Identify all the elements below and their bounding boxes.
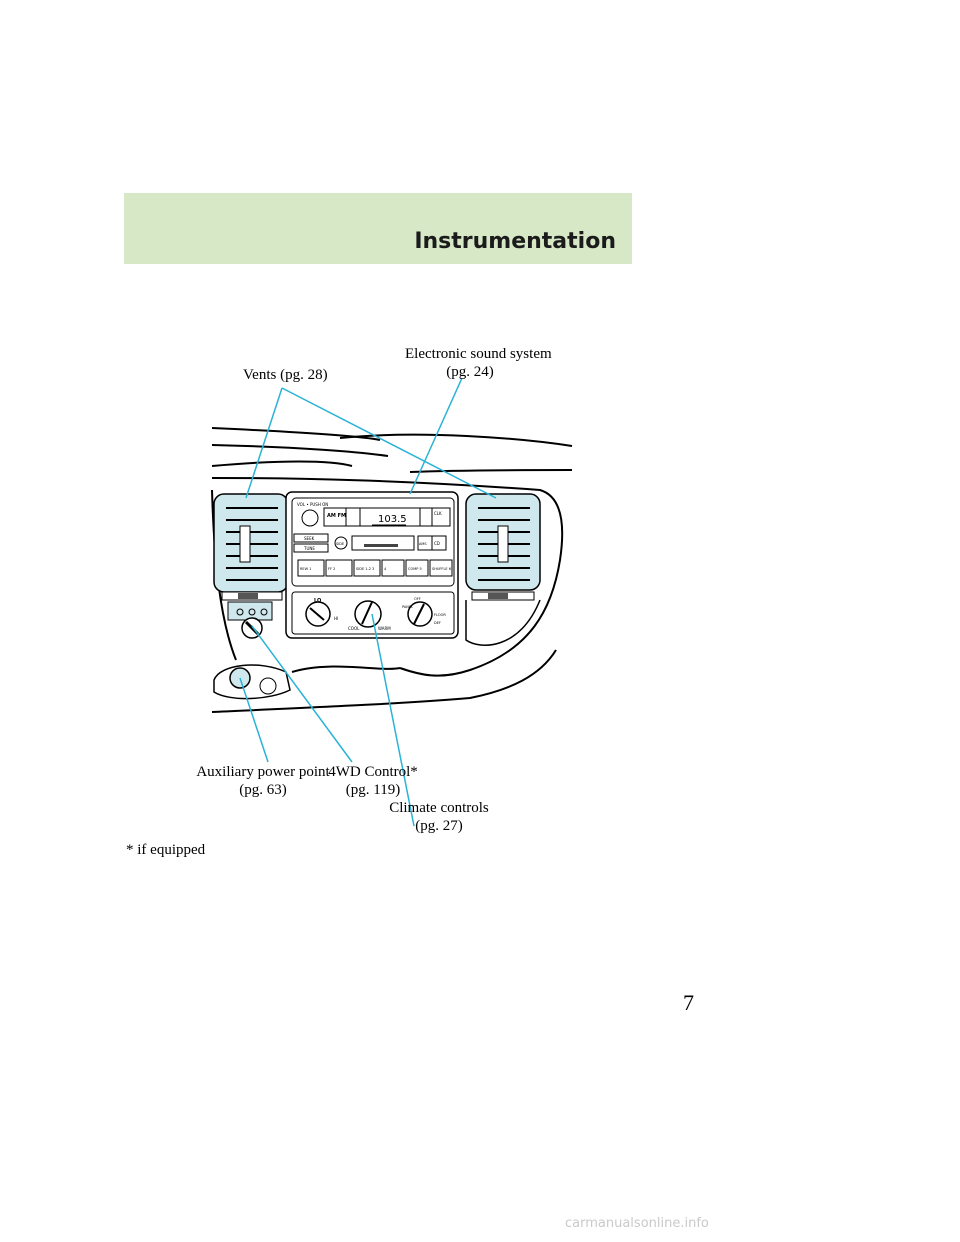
callout-sound-system-page: (pg. 24) xyxy=(405,363,535,381)
auxiliary-power-point xyxy=(214,665,290,699)
climate-fan-hi-label: HI xyxy=(334,616,338,621)
right-vent xyxy=(466,494,540,645)
callout-4wd: 4WD Control* (pg. 119) xyxy=(328,763,418,799)
callout-aux-power: Auxiliary power point (pg. 63) xyxy=(188,763,338,799)
radio-preset-label: SIDE 1-2 3 xyxy=(356,567,374,571)
callout-climate: Climate controls (pg. 27) xyxy=(384,799,494,835)
climate-control-panel: LO HI COOL WARM OFF PANEL FLOOR DEF xyxy=(292,592,454,634)
callout-climate-page: (pg. 27) xyxy=(384,817,494,835)
radio-ams-label: AMS xyxy=(419,542,427,546)
radio-preset-label: SHUFFLE 6 xyxy=(432,567,451,571)
watermark[interactable]: carmanualsonline.info xyxy=(565,1216,709,1231)
radio-seek-label: SEEK xyxy=(304,536,315,541)
radio-tune-label: TUNE xyxy=(303,546,315,551)
radio-clock-label: CLK xyxy=(434,511,442,516)
climate-panel-label: PANEL xyxy=(402,605,413,609)
climate-cool-label: COOL xyxy=(348,626,360,631)
callout-sound-system-title: Electronic sound system xyxy=(405,345,535,363)
radio-display-frequency: 103.5 xyxy=(378,514,407,525)
radio-preset-label: REW 1 xyxy=(300,567,311,571)
callout-4wd-page: (pg. 119) xyxy=(328,781,418,799)
page-number: 7 xyxy=(683,990,694,1016)
radio-cd-label: CD xyxy=(434,541,440,546)
callout-sound-system: Electronic sound system (pg. 24) xyxy=(405,345,535,381)
climate-fan-lo-label: LO xyxy=(314,598,321,604)
callout-climate-title: Climate controls xyxy=(384,799,494,817)
radio-preset-label: COMP 5 xyxy=(408,567,422,571)
climate-floor-label: FLOOR xyxy=(434,613,446,617)
callout-vents: Vents (pg. 28) xyxy=(243,366,328,384)
footnote: * if equipped xyxy=(126,842,205,859)
climate-off-label: OFF xyxy=(414,597,421,601)
callout-4wd-title: 4WD Control* xyxy=(328,763,418,781)
callout-aux-power-title: Auxiliary power point xyxy=(188,763,338,781)
radio-side-label: SIDE xyxy=(336,542,344,546)
radio-unit: VOL • PUSH ON AM FM 103.5 CLK SEEK TUNE … xyxy=(292,498,454,586)
callout-aux-power-page: (pg. 63) xyxy=(188,781,338,799)
radio-volume-label: VOL • PUSH ON xyxy=(297,502,328,507)
radio-preset-label: FF 2 xyxy=(328,567,335,571)
radio-band-label: AM FM xyxy=(327,513,346,519)
left-vent xyxy=(214,494,288,600)
climate-warm-label: WARM xyxy=(378,626,391,631)
climate-defrost-label: DEF xyxy=(434,621,441,625)
fourwd-control xyxy=(228,602,272,638)
